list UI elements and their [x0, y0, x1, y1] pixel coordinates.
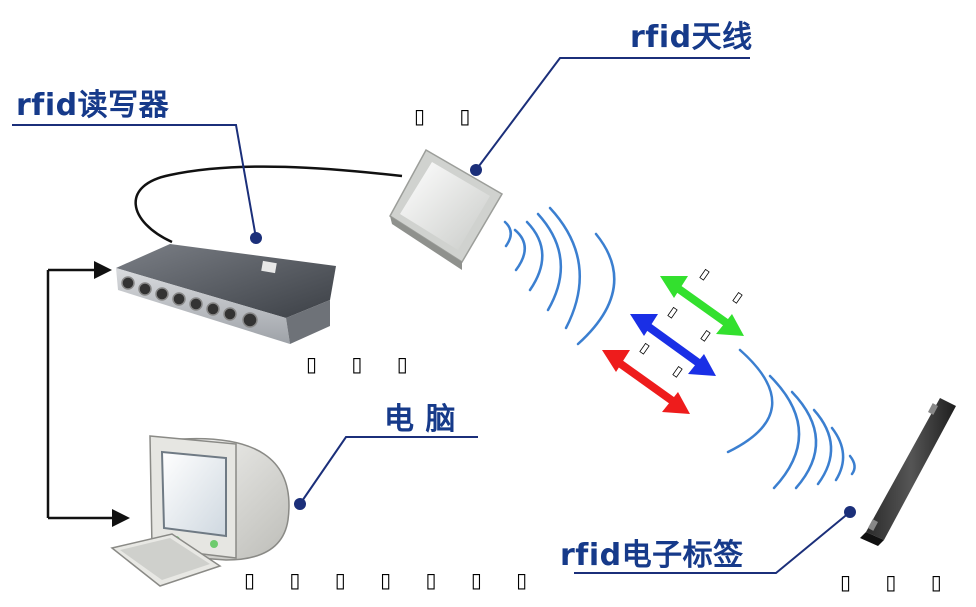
reader-computer-link — [46, 261, 130, 527]
leader-computer — [299, 436, 478, 505]
antenna-cable — [134, 165, 403, 244]
leader-lines — [12, 57, 856, 574]
label-antenna: rfid天线 — [630, 20, 753, 55]
leader-tag — [574, 511, 851, 574]
leader-reader — [12, 124, 257, 239]
arrow-red — [602, 350, 690, 414]
marks-computer: ▯ ▯ ▯ ▯ ▯ ▯ ▯ — [244, 568, 542, 592]
computer — [110, 435, 290, 587]
label-reader: rfid读写器 — [16, 88, 170, 123]
label-tag: rfid电子标签 — [560, 538, 744, 573]
rfid-tag — [860, 398, 956, 546]
marks-reader: ▯ ▯ ▯ — [306, 352, 422, 376]
marks-tag: ▯ ▯ ▯ ▯ — [840, 570, 976, 594]
leader-antenna — [475, 57, 750, 171]
arrowhead-to-computer — [112, 509, 130, 527]
rfid-antenna-panel — [389, 148, 504, 270]
label-computer: 电 脑 — [384, 402, 456, 437]
arrowhead-to-reader — [94, 261, 112, 279]
marks-antenna: ▯ ▯ — [414, 104, 485, 128]
arrow-blue — [630, 314, 716, 376]
rfid-reader-device — [116, 244, 336, 344]
data-exchange-arrows — [602, 276, 744, 414]
tag-radio-waves — [726, 348, 856, 490]
antenna-radio-waves — [503, 206, 616, 346]
arrow-green — [660, 276, 744, 336]
keyboard — [110, 533, 222, 587]
